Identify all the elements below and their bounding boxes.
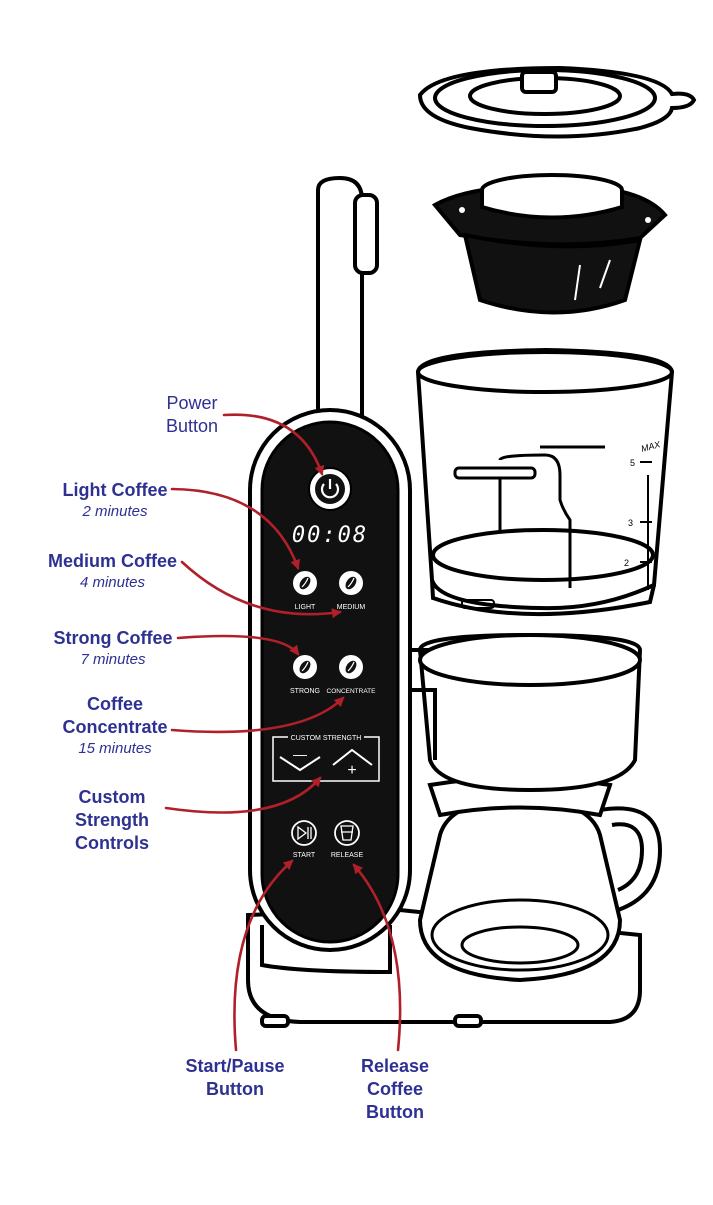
callout-custom-line2: Strength [75,810,149,830]
strong-label: STRONG [290,688,320,695]
callout-power-line2: Button [165,416,219,436]
callout-concentrate: Coffee Concentrate 15 minutes [40,693,190,759]
callout-light-time: 2 minutes [82,503,148,520]
start-pause-button[interactable] [291,820,317,846]
arrow-start [233,859,294,1052]
callout-light: Light Coffee 2 minutes [40,479,190,522]
medium-label: MEDIUM [337,604,366,611]
power-icon [320,483,340,499]
concentrate-button[interactable] [339,655,363,679]
callout-custom-line1: Custom [78,787,146,807]
callout-strong-time: 7 minutes [80,651,146,668]
minus-icon: — [293,746,307,762]
callout-start: Start/Pause Button [170,1055,300,1101]
scale-mark-5: 5 [630,458,635,468]
callout-release-line1: Release [360,1056,430,1076]
callout-concentrate-line2: Concentrate [62,717,168,737]
lid [417,65,697,139]
minus-button[interactable]: — [279,746,321,772]
callout-release-line2: Coffee [366,1079,423,1099]
callout-power-line1: Power [166,393,218,413]
brew-chamber [401,632,643,793]
tower-handle [316,175,379,422]
plus-icon: + [347,762,356,779]
release-label: RELEASE [331,852,364,859]
callout-release: Release Coffee Button [340,1055,450,1124]
water-tank [415,347,675,617]
callout-arrows [164,413,402,1052]
custom-strength-label: CUSTOM STRENGTH [291,735,362,742]
carafe [417,775,663,983]
cup-icon [340,825,354,841]
callout-concentrate-time: 15 minutes [78,740,152,757]
callout-medium-time: 4 minutes [79,574,146,591]
light-label: LIGHT [295,604,316,611]
callout-power: Power Button [142,392,242,438]
timer-display: 00:08 [292,523,368,548]
callout-light-title: Light Coffee [62,480,168,500]
release-button[interactable] [334,820,360,846]
light-button[interactable] [293,571,317,595]
arrow-custom [164,776,322,814]
arrow-strong [176,634,300,656]
callout-strong-title: Strong Coffee [53,628,173,648]
scale-mark-2: 2 [624,558,629,568]
play-pause-icon [297,825,312,841]
callout-custom-line3: Controls [75,833,149,853]
arrow-release [352,863,402,1052]
filter-basket [431,173,668,315]
callout-custom: Custom Strength Controls [52,786,172,855]
callout-medium: Medium Coffee 4 minutes [30,550,195,593]
callout-concentrate-line1: Coffee [86,694,143,714]
callout-start-line2: Button [206,1079,264,1099]
start-label: START [293,852,316,859]
callout-medium-title: Medium Coffee [47,551,177,571]
arrow-concentrate [170,696,345,734]
callout-release-line3: Button [366,1102,424,1122]
concentrate-label: CONCENTRATE [327,688,377,695]
arrow-power [222,413,325,476]
control-panel [260,420,400,944]
callout-start-line1: Start/Pause [185,1056,285,1076]
arrow-light [170,487,300,570]
strong-button[interactable] [293,655,317,679]
medium-button[interactable] [339,571,363,595]
plus-button[interactable]: + [332,748,373,779]
arrow-medium [180,560,342,619]
callout-strong: Strong Coffee 7 minutes [38,627,188,670]
scale-mark-3: 3 [628,518,633,528]
power-button[interactable] [308,467,352,511]
